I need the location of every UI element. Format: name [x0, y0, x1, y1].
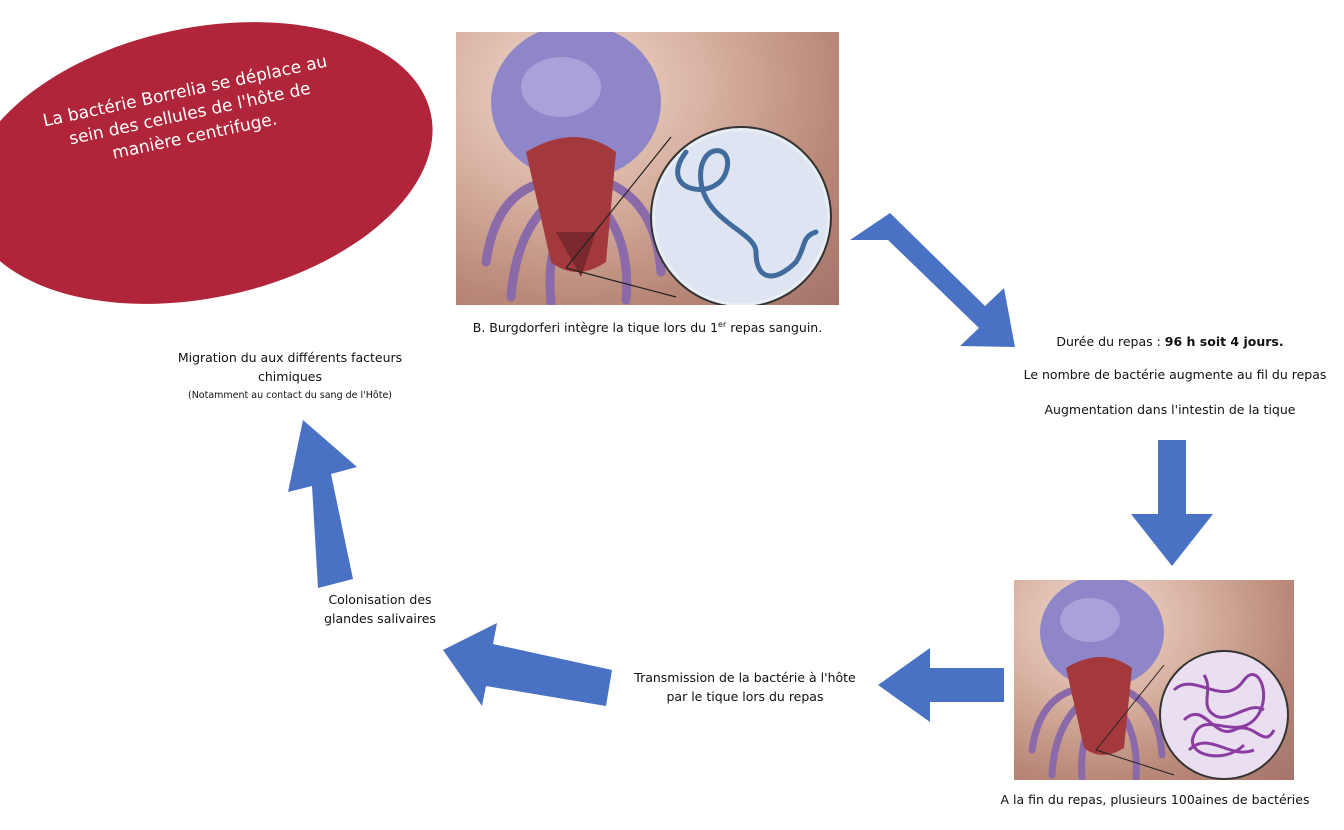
arrow-diagonal [850, 213, 1015, 347]
arrow-down [1131, 440, 1213, 566]
arrow-left-bottom-right [878, 648, 1004, 722]
arrow-up-left [288, 420, 357, 588]
arrow-left-bottom-middle [443, 623, 612, 706]
